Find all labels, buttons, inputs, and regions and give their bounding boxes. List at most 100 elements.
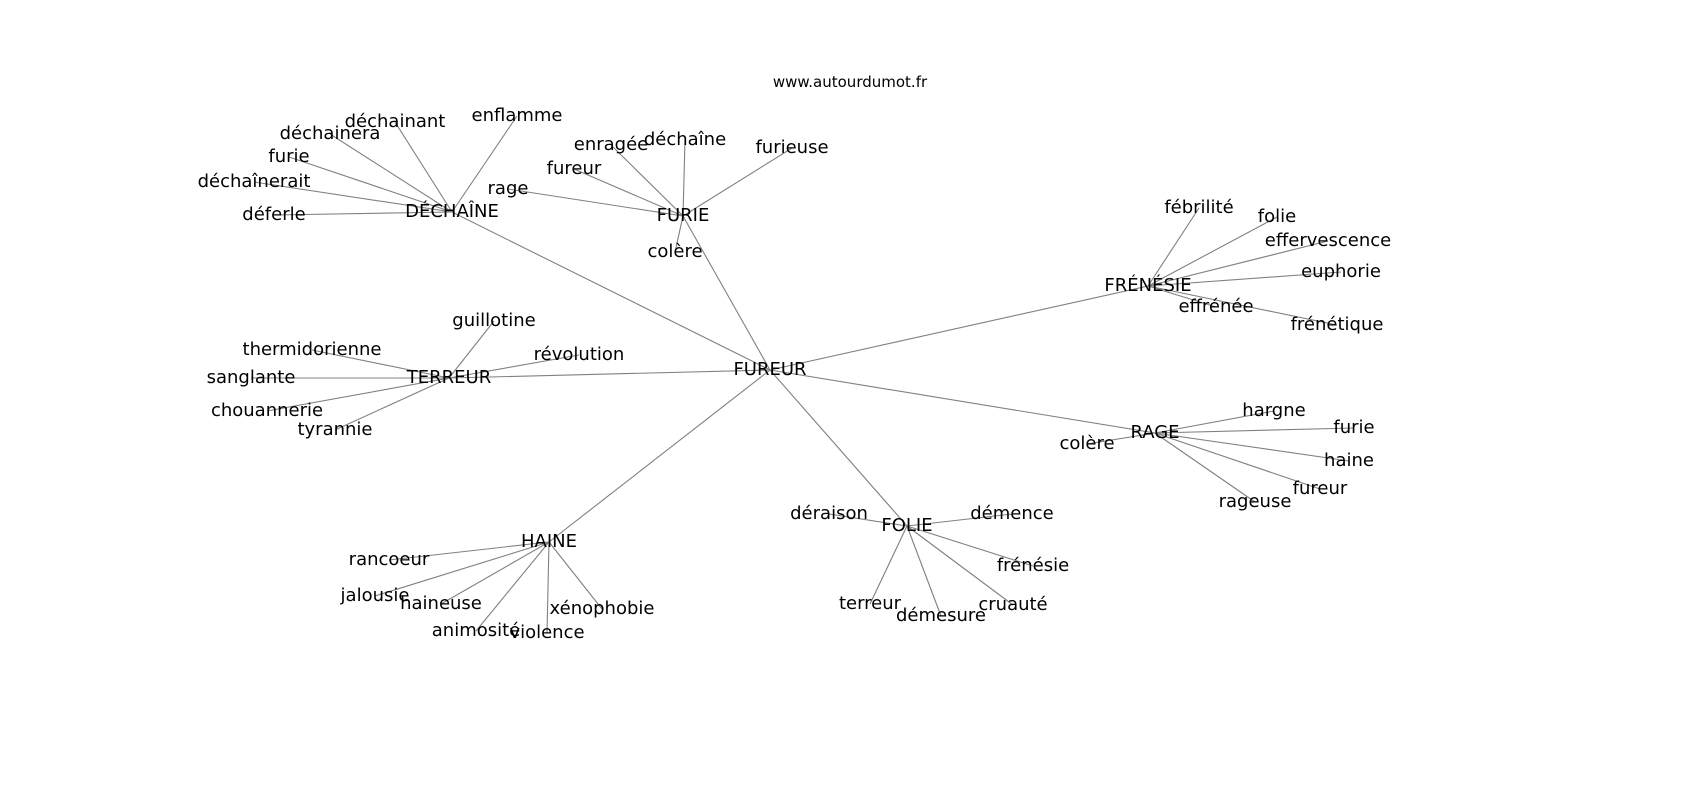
edge-1-3 [682,139,686,217]
leaf-node[interactable]: guillotine [452,310,536,331]
edge-4-4 [1154,432,1256,503]
leaf-node[interactable]: euphorie [1301,261,1381,282]
hub-node[interactable]: FOLIE [881,515,933,536]
edge-0-0 [451,115,518,213]
leaf-node[interactable]: déchaînerait [197,171,311,192]
edge-2-3 [1147,271,1342,287]
leaf-node[interactable]: folie [1257,206,1297,227]
edge-6-0 [828,513,908,527]
leaf-node[interactable]: fureur [1292,478,1348,499]
edge-5-1 [374,541,550,597]
edge-2-4 [1147,285,1217,308]
leaf-node[interactable]: violence [509,622,585,643]
leaf-node[interactable]: cruauté [978,594,1048,615]
edge-6-5 [869,525,908,605]
leaf-node[interactable]: démesure [896,605,986,626]
edge-center-2 [769,285,1149,371]
edge-5-4 [546,541,550,634]
edge-1-1 [573,168,684,217]
hub-node[interactable]: TERREUR [406,367,492,388]
leaf-node[interactable]: furie [1333,417,1375,438]
edge-1-4 [682,147,793,217]
center-node[interactable]: FUREUR [733,359,807,380]
edge-5-2 [440,541,550,605]
leaf-node[interactable]: thermidorienne [242,339,382,360]
hub-node[interactable]: FURIE [656,205,710,226]
leaf-node[interactable]: haine [1324,450,1374,471]
edge-center-3 [448,369,771,379]
edge-center-1 [682,215,771,371]
edge-0-4 [253,181,453,213]
leaf-node[interactable]: enflamme [471,105,563,126]
leaf-node[interactable]: rageuse [1218,491,1292,512]
edge-1-5 [674,215,684,253]
hub-node[interactable]: FRÉNÉSIE [1104,275,1192,296]
leaf-node[interactable]: furieuse [755,137,829,158]
edge-3-1 [311,349,450,379]
leaf-node[interactable]: furie [268,146,310,167]
leaf-node[interactable]: rancoeur [348,549,430,570]
leaf-node[interactable]: animosité [431,620,521,641]
leaf-node[interactable]: déchaîne [643,129,727,150]
leaf-node[interactable]: rage [487,178,529,199]
leaf-node[interactable]: chouannerie [210,400,324,421]
edge-center-4 [769,369,1156,434]
leaf-node[interactable]: fureur [546,158,602,179]
edge-0-5 [273,211,453,216]
leaf-node[interactable]: effervescence [1264,230,1392,251]
leaf-node[interactable]: jalousie [340,585,410,606]
leaf-node[interactable]: haineuse [400,593,482,614]
edge-0-2 [329,133,453,213]
edge-5-0 [388,541,550,561]
leaf-node[interactable]: déferle [242,204,306,225]
edge-4-0 [1154,410,1275,434]
edge-center-6 [769,369,908,527]
leaf-node[interactable]: sanglante [206,367,296,388]
edge-6-2 [906,525,1034,567]
edge-3-0 [448,320,495,379]
edge-0-1 [394,121,453,213]
edge-4-2 [1154,432,1350,462]
edge-3-3 [266,377,450,412]
edge-4-5 [1086,432,1156,445]
hub-node[interactable]: RAGE [1130,422,1180,443]
edge-6-3 [906,525,1014,606]
edge-5-5 [548,541,603,610]
edge-6-4 [906,525,942,617]
leaf-node[interactable]: démence [970,503,1054,524]
edge-2-1 [1147,216,1278,287]
edge-center-0 [451,211,771,371]
leaf-node[interactable]: fébrilité [1164,197,1234,218]
leaf-node[interactable]: déchainera [279,123,381,144]
leaf-node[interactable]: colère [1059,433,1115,454]
edge-center-5 [548,369,771,543]
leaf-node[interactable]: déchainant [344,111,446,132]
leaf-node[interactable]: colère [647,241,703,262]
leaf-node[interactable]: terreur [838,593,902,614]
edge-5-3 [475,541,550,632]
leaf-node[interactable]: déraison [790,503,868,524]
edge-1-0 [507,188,684,217]
edge-0-3 [288,156,453,213]
edge-4-3 [1154,432,1321,490]
edge-3-4 [334,377,450,431]
edge-4-1 [1154,427,1355,434]
edge-2-0 [1147,207,1200,287]
hub-node[interactable]: HAINE [521,531,577,552]
leaf-node[interactable]: hargne [1242,400,1306,421]
edge-2-5 [1147,285,1338,326]
leaf-node[interactable]: frénétique [1290,314,1384,335]
edge-3-5 [448,354,580,379]
leaf-node[interactable]: xénophobie [549,598,655,619]
leaf-node[interactable]: révolution [533,344,625,365]
edge-2-2 [1147,240,1329,287]
edge-6-1 [906,513,1013,527]
source-url: www.autourdumot.fr [772,73,928,91]
hub-node[interactable]: DÉCHAÎNE [405,201,499,222]
leaf-node[interactable]: enragée [573,134,649,155]
leaf-node[interactable]: tyrannie [297,419,373,440]
leaf-node[interactable]: frénésie [996,555,1070,576]
leaf-node[interactable]: effrénée [1178,296,1254,317]
